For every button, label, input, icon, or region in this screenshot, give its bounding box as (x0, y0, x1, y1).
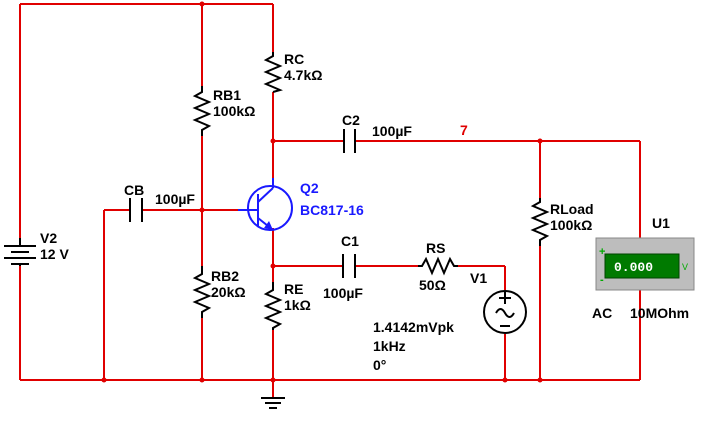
resistor-rs[interactable]: RS 50Ω (418, 240, 458, 293)
meter-plus-sign: + (599, 246, 605, 258)
c2-value: 100µF (372, 123, 412, 139)
rc-name: RC (284, 51, 304, 67)
junction-dot (199, 207, 205, 213)
meter-unit: V (682, 262, 688, 272)
junction-dot (537, 138, 543, 144)
resistor-rb1[interactable]: RB1 100kΩ (192, 86, 255, 136)
meter-display (604, 253, 680, 279)
multimeter-u1[interactable]: 0.000 V + - U1 AC 10MOhm (592, 215, 695, 321)
u1-name: U1 (652, 215, 670, 231)
rload-value: 100kΩ (550, 217, 592, 233)
u1-impedance: 10MOhm (630, 305, 689, 321)
rs-value: 50Ω (419, 277, 446, 293)
v1-amplitude: 1.4142mVpk (373, 319, 454, 335)
rb2-value: 20kΩ (211, 284, 246, 300)
ac-source-v1[interactable]: V1 1.4142mVpk 1kHz 0° (373, 270, 527, 373)
junction-dot (270, 377, 276, 383)
cb-value: 100µF (155, 191, 195, 207)
resistor-rc[interactable]: RC 4.7kΩ (263, 51, 322, 93)
junction-dot (502, 377, 508, 383)
rb1-value: 100kΩ (213, 103, 255, 119)
ground-icon (261, 397, 285, 409)
junction-dot (270, 263, 276, 269)
wires (19, 3, 641, 398)
junction-dot (199, 377, 205, 383)
v1-phase: 0° (373, 357, 386, 373)
v2-value: 12 V (40, 246, 69, 262)
rs-name: RS (426, 240, 445, 256)
rb1-name: RB1 (213, 87, 241, 103)
u1-mode: AC (592, 305, 612, 321)
junctions (101, 1, 543, 383)
resistor-rload[interactable]: RLoad 100kΩ (530, 198, 594, 246)
q2-part: BC817-16 (300, 202, 364, 218)
capacitor-c1[interactable]: C1 100µF (323, 233, 363, 301)
capacitor-cb[interactable]: CB 100µF (124, 182, 195, 222)
resistor-rb2[interactable]: RB2 20kΩ (192, 266, 246, 318)
q2-name: Q2 (300, 180, 319, 196)
c1-value: 100µF (323, 285, 363, 301)
v2-name: V2 (40, 230, 57, 246)
v1-frequency: 1kHz (373, 338, 406, 354)
rc-value: 4.7kΩ (284, 67, 322, 83)
cb-name: CB (124, 182, 144, 198)
re-value: 1kΩ (284, 297, 311, 313)
re-name: RE (284, 281, 303, 297)
capacitor-c2[interactable]: C2 100µF (342, 112, 412, 153)
c2-name: C2 (342, 112, 360, 128)
junction-dot (270, 138, 276, 144)
net-label-collector: 7 (460, 122, 468, 138)
v1-name: V1 (470, 270, 487, 286)
battery-v2[interactable]: V2 12 V (4, 230, 69, 266)
c1-name: C1 (341, 233, 359, 249)
junction-dot (537, 377, 543, 383)
rload-name: RLoad (550, 201, 594, 217)
meter-reading: 0.000 (614, 260, 653, 275)
resistor-re[interactable]: RE 1kΩ (263, 281, 311, 330)
meter-minus-sign: - (600, 274, 604, 286)
rb2-name: RB2 (211, 268, 239, 284)
transistor-q2[interactable]: Q2 BC817-16 (238, 178, 364, 231)
junction-dot (199, 1, 205, 7)
junction-dot (101, 377, 107, 383)
